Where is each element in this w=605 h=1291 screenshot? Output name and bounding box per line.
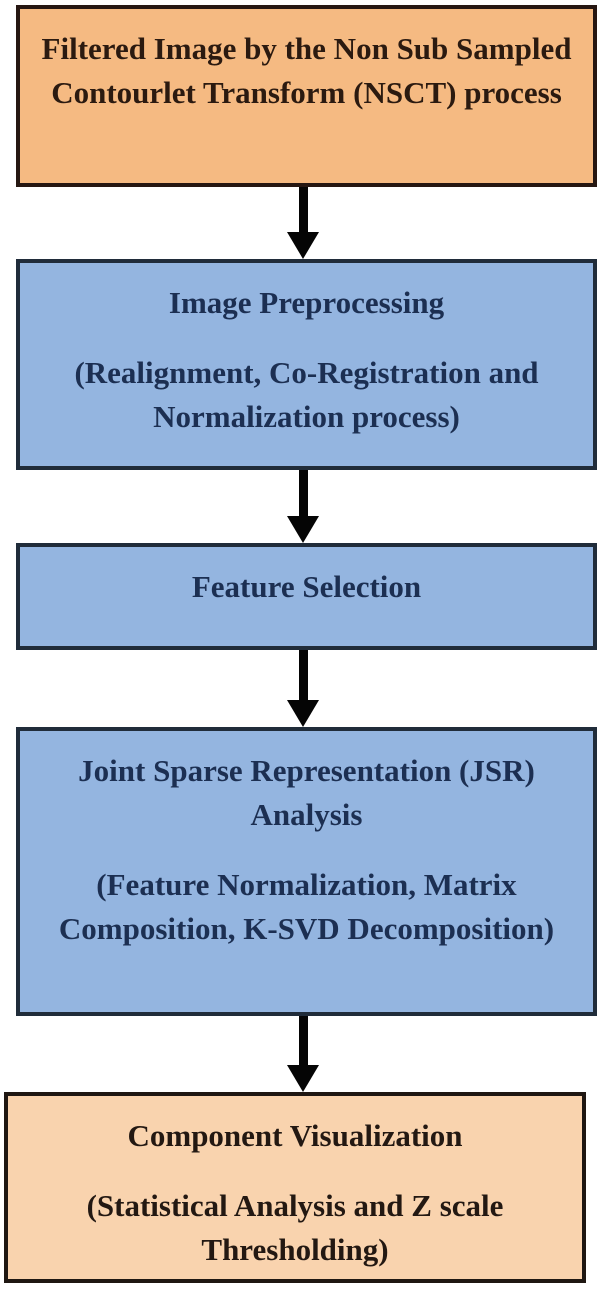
flow-step-component-visualization: Component Visualization (Statistical Ana… xyxy=(4,1092,586,1283)
step-title: Component Visualization xyxy=(127,1118,463,1153)
flow-step-feature-selection: Feature Selection xyxy=(16,543,597,650)
arrow-head-icon xyxy=(287,232,319,259)
step-title: Feature Selection xyxy=(191,569,422,604)
arrow-head-icon xyxy=(287,1065,319,1092)
down-arrow-connector-1 xyxy=(287,187,319,259)
arrow-shaft xyxy=(298,187,308,232)
step-title: Filtered Image by the Non Sub Sampled Co… xyxy=(41,31,572,110)
down-arrow-connector-3 xyxy=(287,650,319,727)
arrow-shaft xyxy=(298,650,308,700)
down-arrow-connector-2 xyxy=(287,470,319,543)
step-subtitle: (Realignment, Co-Registration and Normal… xyxy=(74,355,539,434)
down-arrow-connector-4 xyxy=(287,1016,319,1092)
flow-step-image-preprocessing: Image Preprocessing (Realignment, Co-Reg… xyxy=(16,259,597,470)
step-subtitle: (Feature Normalization, Matrix Compositi… xyxy=(58,867,555,946)
step-subtitle: (Statistical Analysis and Z scale Thresh… xyxy=(86,1188,504,1267)
flow-step-jsr-analysis: Joint Sparse Representation (JSR) Analys… xyxy=(16,727,597,1016)
step-title: Image Preprocessing xyxy=(168,285,445,320)
arrow-head-icon xyxy=(287,700,319,727)
arrow-shaft xyxy=(298,470,308,516)
arrow-head-icon xyxy=(287,516,319,543)
flow-step-nsct-filtered-image: Filtered Image by the Non Sub Sampled Co… xyxy=(16,5,597,187)
step-title: Joint Sparse Representation (JSR) Analys… xyxy=(78,753,535,832)
arrow-shaft xyxy=(298,1016,308,1065)
